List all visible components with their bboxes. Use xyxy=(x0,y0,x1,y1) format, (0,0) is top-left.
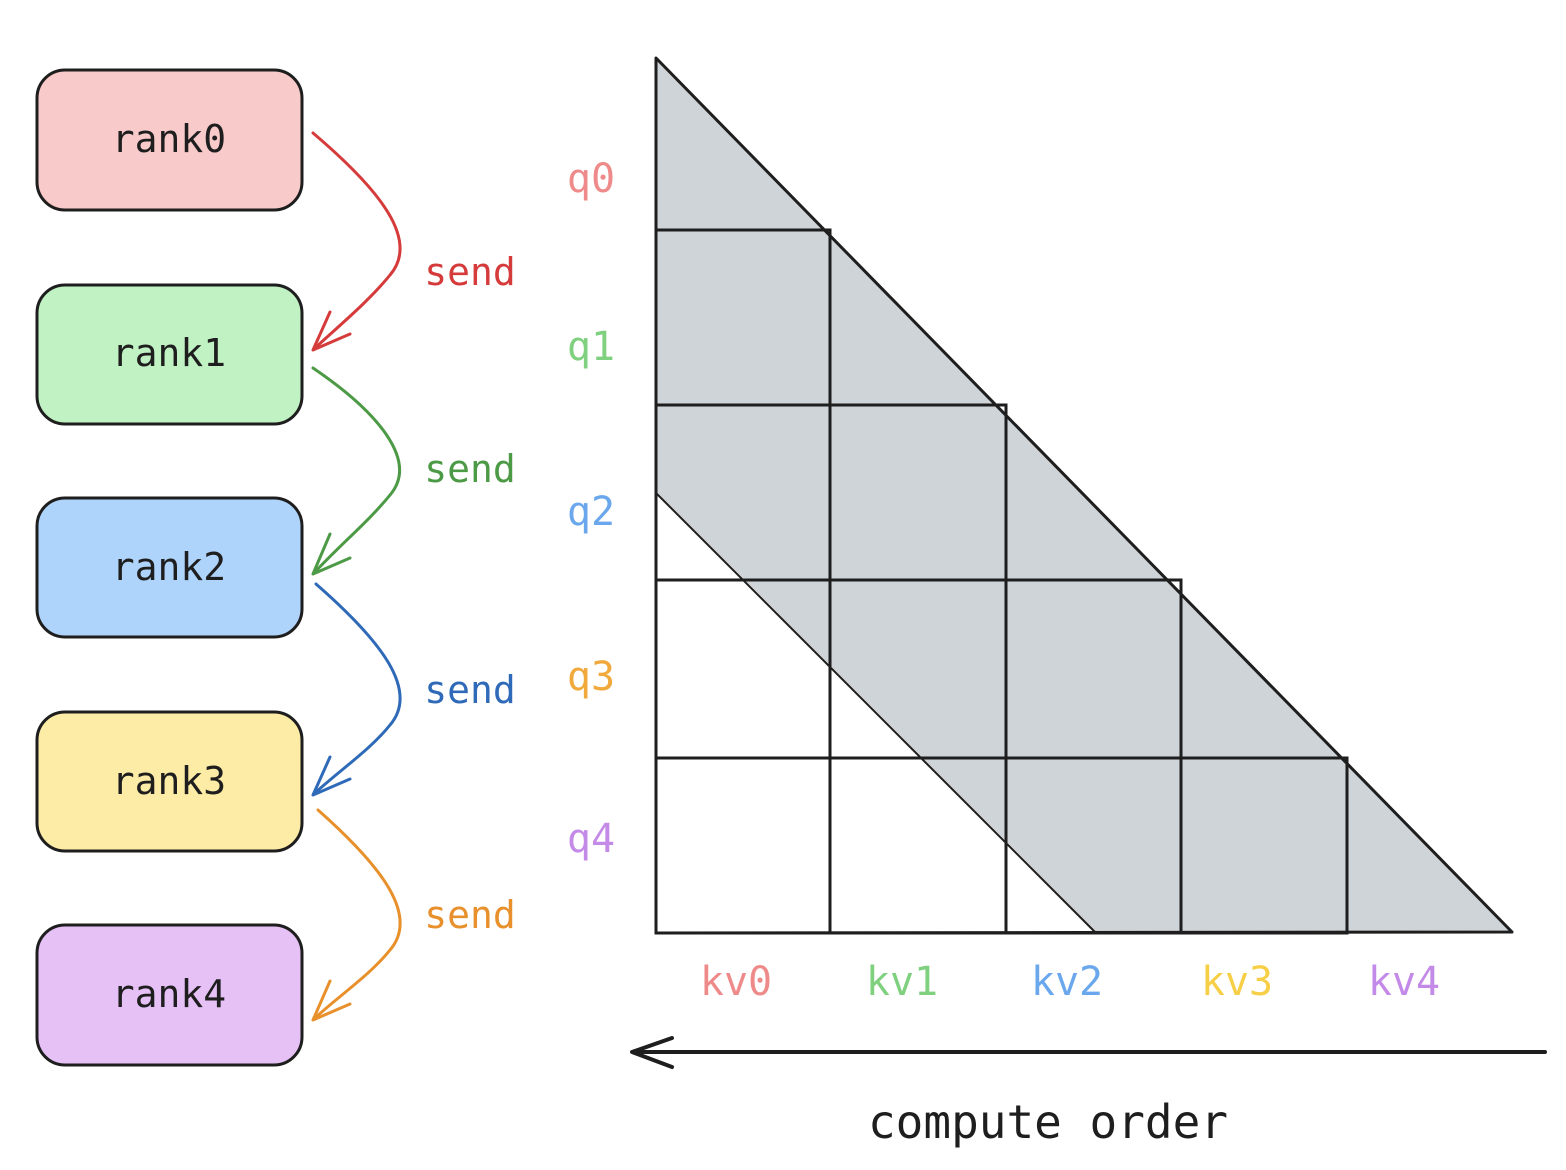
send-arrow-2-head xyxy=(311,755,352,797)
kv4-label: kv4 xyxy=(1368,959,1440,1005)
q1-label: q1 xyxy=(567,324,615,370)
rank3-box: rank3 xyxy=(35,710,304,853)
rank0-label: rank0 xyxy=(112,117,226,161)
send-arrow-3: send xyxy=(311,808,516,1022)
kv2-label: kv2 xyxy=(1031,959,1103,1005)
rank3-rect xyxy=(35,710,304,853)
rank0-box: rank0 xyxy=(35,68,304,212)
band-lower-edge xyxy=(655,492,1096,933)
send-arrow-3-head xyxy=(311,979,352,1022)
rank3-label: rank3 xyxy=(112,759,226,803)
rank2-label: rank2 xyxy=(112,545,226,589)
send-arrow-1-head xyxy=(311,532,352,576)
send-arrow-2: send xyxy=(311,582,516,797)
compute-order-label: compute order xyxy=(868,1095,1228,1149)
rank1-label: rank1 xyxy=(112,331,226,375)
q4-label: q4 xyxy=(567,816,615,862)
rank1-box: rank1 xyxy=(35,283,304,426)
rank4-rect xyxy=(35,923,304,1067)
cell-q4-kv0 xyxy=(654,756,832,935)
rank4-label: rank4 xyxy=(112,972,226,1016)
q3-label: q3 xyxy=(567,654,615,700)
rank1-rect xyxy=(35,283,304,426)
compute-order-arrow-head xyxy=(630,1036,674,1069)
send-arrow-1: send xyxy=(311,366,516,576)
send-arrow-0-head xyxy=(311,310,352,352)
send-arrow-0-curve xyxy=(311,131,402,350)
rank4-box: rank4 xyxy=(35,923,304,1067)
kv-labels: kv0 kv1 kv2 kv3 kv4 xyxy=(700,959,1440,1005)
rank2-box: rank2 xyxy=(35,496,304,639)
send-label-1: send xyxy=(424,447,516,491)
compute-order-arrow: compute order xyxy=(630,1036,1547,1149)
send-arrow-3-curve xyxy=(313,808,402,1020)
causal-triangle-outline xyxy=(654,56,1514,935)
send-arrow-2-curve xyxy=(313,582,402,795)
send-arrow-0: send xyxy=(311,131,516,352)
q0-label: q0 xyxy=(567,156,615,202)
send-label-0: send xyxy=(424,250,516,294)
send-label-2: send xyxy=(424,668,516,712)
kv0-label: kv0 xyxy=(700,959,772,1005)
send-label-3: send xyxy=(424,893,516,937)
rank2-rect xyxy=(35,496,304,639)
q-labels: q0 q1 q2 q3 q4 xyxy=(567,156,615,862)
kv3-label: kv3 xyxy=(1201,959,1273,1005)
q2-label: q2 xyxy=(567,489,615,535)
kv1-label: kv1 xyxy=(866,959,938,1005)
rank0-rect xyxy=(35,68,304,212)
rank-boxes: rank0 rank1 rank2 rank3 rank4 xyxy=(35,68,304,1067)
send-arrow-1-curve xyxy=(311,366,402,574)
send-arrows: send send send send xyxy=(311,131,516,1022)
